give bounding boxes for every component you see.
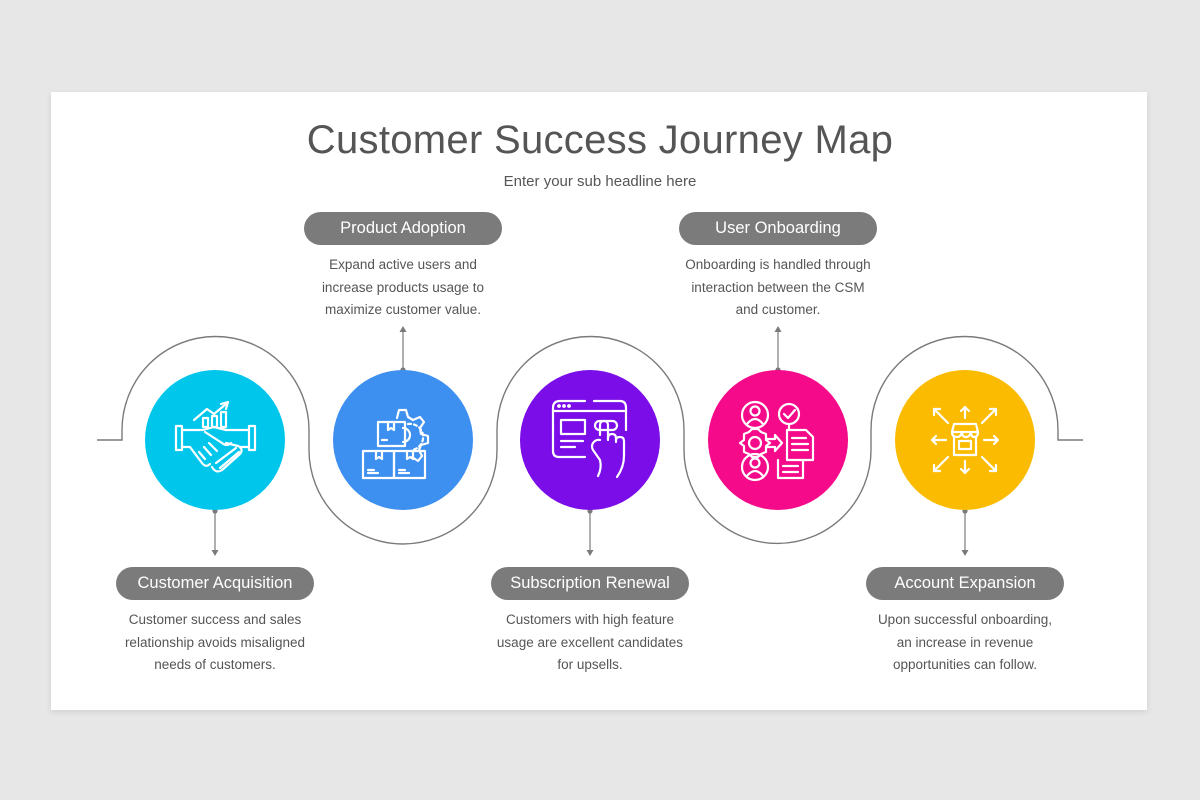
- description-line: an increase in revenue: [896, 634, 1034, 650]
- page-title: Customer Success Journey Map: [306, 118, 894, 162]
- stage-description-account-expansion: Upon successful onboarding, an increase …: [855, 609, 1075, 677]
- arrow-up-4: [774, 326, 782, 373]
- description-line: interaction between the CSM: [691, 279, 865, 295]
- stage-label-user-onboarding: User Onboarding: [679, 212, 877, 245]
- browser-click-icon: [551, 399, 628, 479]
- stage-label-product-adoption: Product Adoption: [304, 212, 502, 245]
- description-line: for upsells.: [557, 657, 623, 672]
- stage-label-account-expansion: Account Expansion: [866, 567, 1064, 600]
- description-line: Expand active users and: [329, 257, 477, 272]
- arrow-down-1: [211, 508, 219, 556]
- description-line: Onboarding is handled through: [685, 257, 871, 272]
- description-line: Customers with high feature: [505, 612, 675, 627]
- stage-description-product-adoption: Expand active users and increase product…: [293, 254, 513, 322]
- description-line: Upon successful onboarding,: [877, 612, 1053, 627]
- description-line: needs of customers.: [154, 657, 276, 672]
- stage-circle-3: [520, 370, 660, 510]
- stage-description-customer-acquisition: Customer success and sales relationship …: [105, 609, 325, 677]
- handshake-growth-icon: [174, 400, 257, 473]
- journey-path: [97, 335, 1083, 545]
- boxes-gear-icon: [361, 408, 430, 480]
- stage-circle-1: [145, 370, 285, 510]
- stage-circle-2: [333, 370, 473, 510]
- description-line: maximize customer value.: [324, 302, 482, 317]
- store-expansion-icon: [930, 405, 1000, 475]
- arrow-down-5: [961, 508, 969, 556]
- description-line: relationship avoids misaligned: [124, 634, 306, 650]
- users-gear-documents-icon: [738, 400, 815, 482]
- stage-description-user-onboarding: Onboarding is handled through interactio…: [668, 254, 888, 322]
- description-line: opportunities can follow.: [892, 657, 1038, 672]
- arrow-down-3: [586, 508, 594, 556]
- stage-label-subscription-renewal: Subscription Renewal: [491, 567, 689, 600]
- description-line: and customer.: [735, 302, 821, 317]
- description-line: increase products usage to: [321, 279, 485, 295]
- stage-label-customer-acquisition: Customer Acquisition: [116, 567, 314, 600]
- arrow-up-2: [399, 326, 407, 373]
- description-line: Customer success and sales: [128, 612, 302, 627]
- description-line: usage are excellent candidates: [496, 634, 684, 650]
- page-subtitle: Enter your sub headline here: [503, 173, 697, 190]
- stage-description-subscription-renewal: Customers with high feature usage are ex…: [480, 609, 700, 677]
